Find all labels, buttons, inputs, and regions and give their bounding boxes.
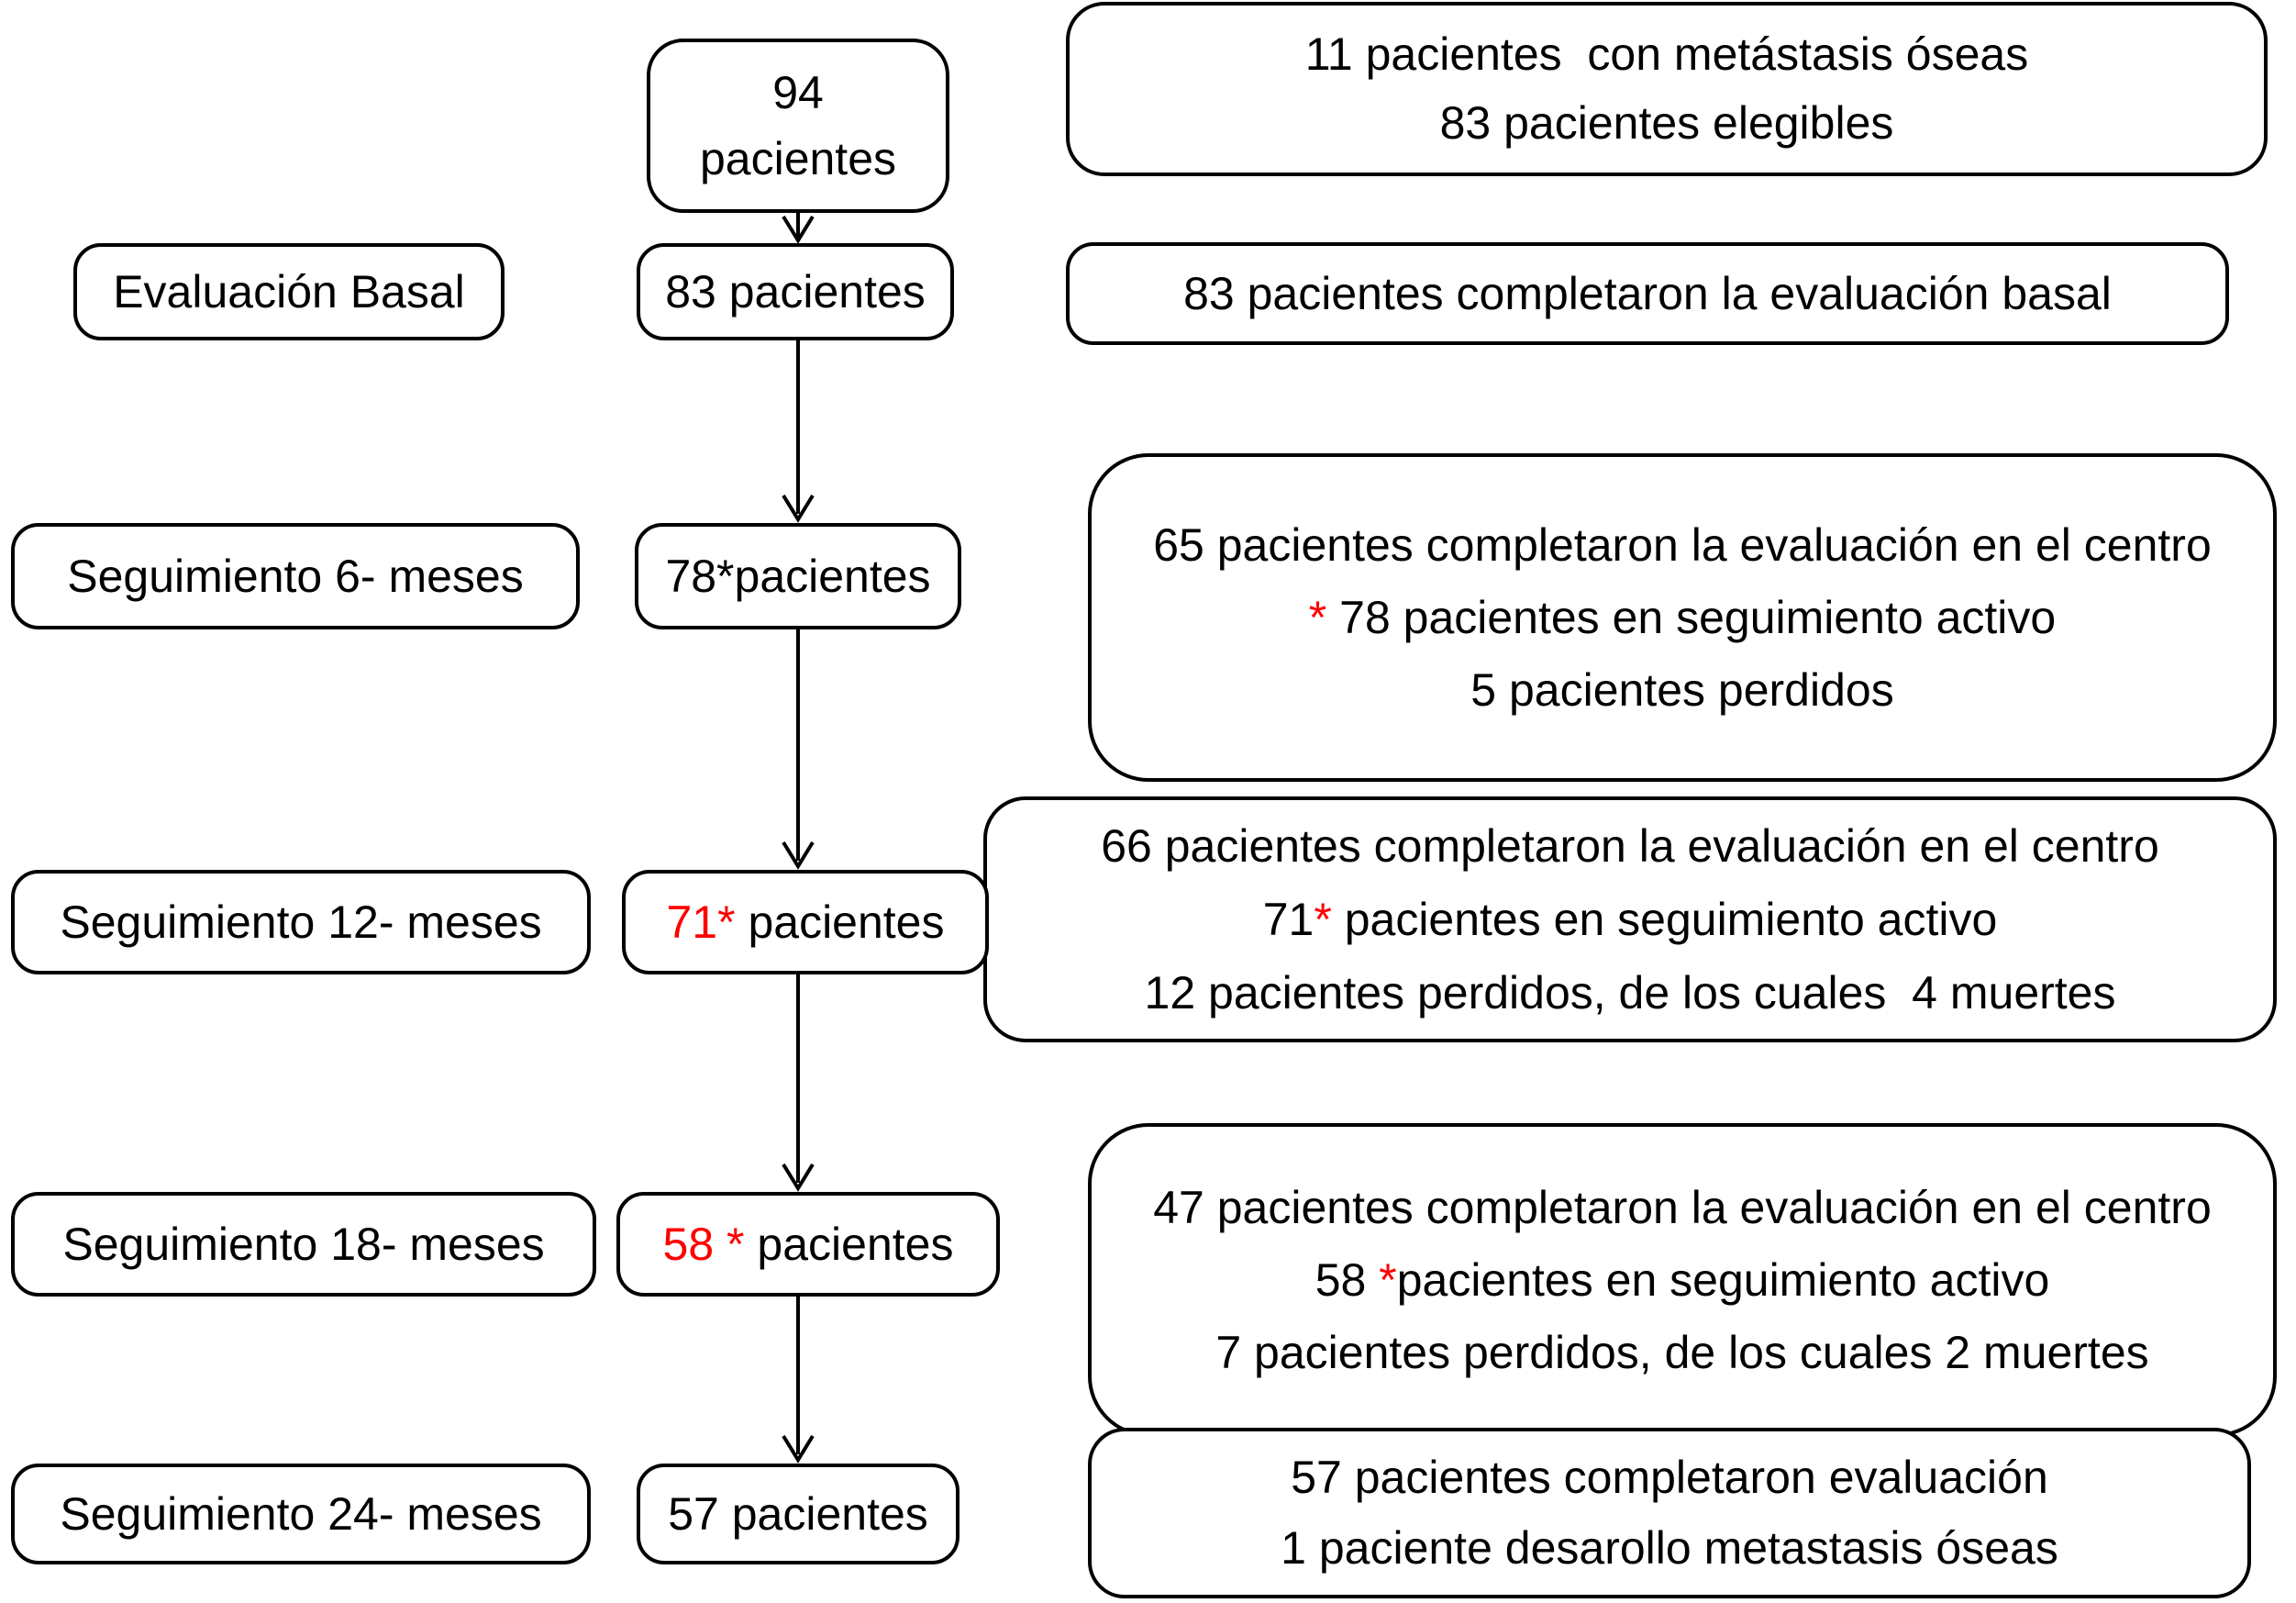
- note-line: 58 *pacientes en seguimiento activo: [1315, 1244, 2050, 1317]
- note-line: * 78 pacientes en seguimiento activo: [1309, 582, 2056, 654]
- note-line: 7 pacientes perdidos, de los cuales 2 mu…: [1215, 1326, 2149, 1378]
- note-line: 83 pacientes elegibles: [1439, 97, 1894, 149]
- note-line: 65 pacientes completaron la evaluación e…: [1153, 518, 2212, 571]
- stage-box-6m: Seguimiento 6- meses: [11, 523, 580, 629]
- note-box-24m: 57 pacientes completaron evaluación 1 pa…: [1088, 1428, 2251, 1598]
- note-line: 66 pacientes completaron la evaluación e…: [1101, 820, 2159, 872]
- flow-box-24m: 57 pacientes: [637, 1464, 959, 1564]
- stage-label: Seguimiento 6- meses: [67, 550, 524, 602]
- flow-arrow-1: [782, 213, 815, 244]
- note-line-text: 58: [1314, 1253, 1380, 1306]
- stage-label: Evaluación Basal: [113, 265, 465, 317]
- flow-count: 83 pacientes: [665, 265, 926, 317]
- note-box-18m: 47 pacientes completaron la evaluación e…: [1088, 1123, 2277, 1437]
- stage-box-24m: Seguimiento 24- meses: [11, 1464, 591, 1564]
- flow-arrow-2: [782, 340, 815, 523]
- note-line: 12 pacientes perdidos, de los cuales 4 m…: [1144, 967, 2116, 1019]
- red-asterisk: *: [1314, 894, 1332, 945]
- flow-count: 94: [772, 66, 824, 118]
- note-line: 5 pacientes perdidos: [1470, 663, 1894, 716]
- note-line: 57 pacientes completaron evaluación: [1291, 1451, 2048, 1503]
- note-line-text: pacientes en seguimiento activo: [1331, 894, 1998, 945]
- flow-count: 57 pacientes: [668, 1487, 928, 1540]
- stage-box-18m: Seguimiento 18- meses: [11, 1192, 596, 1297]
- stage-label: Seguimiento 18- meses: [62, 1218, 545, 1270]
- flow-arrow-5: [782, 1297, 815, 1464]
- note-line-text: 78 pacientes en seguimiento activo: [1326, 591, 2057, 643]
- red-asterisk: *: [1379, 1253, 1397, 1306]
- red-count: 58 *: [662, 1218, 745, 1270]
- note-line: 11 pacientes con metástasis óseas: [1304, 28, 2029, 80]
- stage-label: Seguimiento 24- meses: [60, 1487, 542, 1540]
- note-line: 47 pacientes completaron la evaluación e…: [1153, 1181, 2212, 1233]
- flow-count-text: pacientes: [735, 896, 945, 948]
- note-line-text: pacientes en seguimiento activo: [1396, 1253, 2050, 1306]
- note-box-screening: 11 pacientes con metástasis óseas 83 pac…: [1066, 2, 2268, 176]
- flow-count-text: pacientes: [744, 1218, 954, 1270]
- note-line: 83 pacientes completaron la evaluación b…: [1183, 267, 2112, 319]
- note-line: 71* pacientes en seguimiento activo: [1263, 883, 1998, 956]
- flow-box-12m: 71* pacientes: [622, 870, 989, 974]
- note-box-basal: 83 pacientes completaron la evaluación b…: [1066, 242, 2229, 345]
- red-asterisk: *: [1308, 591, 1327, 643]
- note-box-6m: 65 pacientes completaron la evaluación e…: [1088, 453, 2277, 782]
- note-line: 1 paciente desarollo metastasis óseas: [1281, 1522, 2058, 1574]
- flow-box-basal: 83 pacientes: [637, 243, 954, 340]
- red-count: 71*: [666, 896, 736, 948]
- stage-box-12m: Seguimiento 12- meses: [11, 870, 591, 974]
- stage-box-basal: Evaluación Basal: [73, 243, 505, 340]
- note-box-12m: 66 pacientes completaron la evaluación e…: [983, 796, 2277, 1042]
- flow-count: 78*pacientes: [665, 550, 931, 602]
- flow-count-label: pacientes: [699, 133, 897, 184]
- stage-label: Seguimiento 12- meses: [60, 896, 542, 948]
- flow-arrow-4: [782, 974, 815, 1192]
- flow-arrow-3: [782, 629, 815, 870]
- flow-count: 58 * pacientes: [663, 1210, 954, 1279]
- flow-box-18m: 58 * pacientes: [616, 1192, 1000, 1297]
- flow-box-start: 94 pacientes: [647, 39, 949, 213]
- flow-count: 71* pacientes: [666, 888, 944, 957]
- flow-box-6m: 78*pacientes: [635, 523, 961, 629]
- note-line-text: 71: [1262, 894, 1314, 945]
